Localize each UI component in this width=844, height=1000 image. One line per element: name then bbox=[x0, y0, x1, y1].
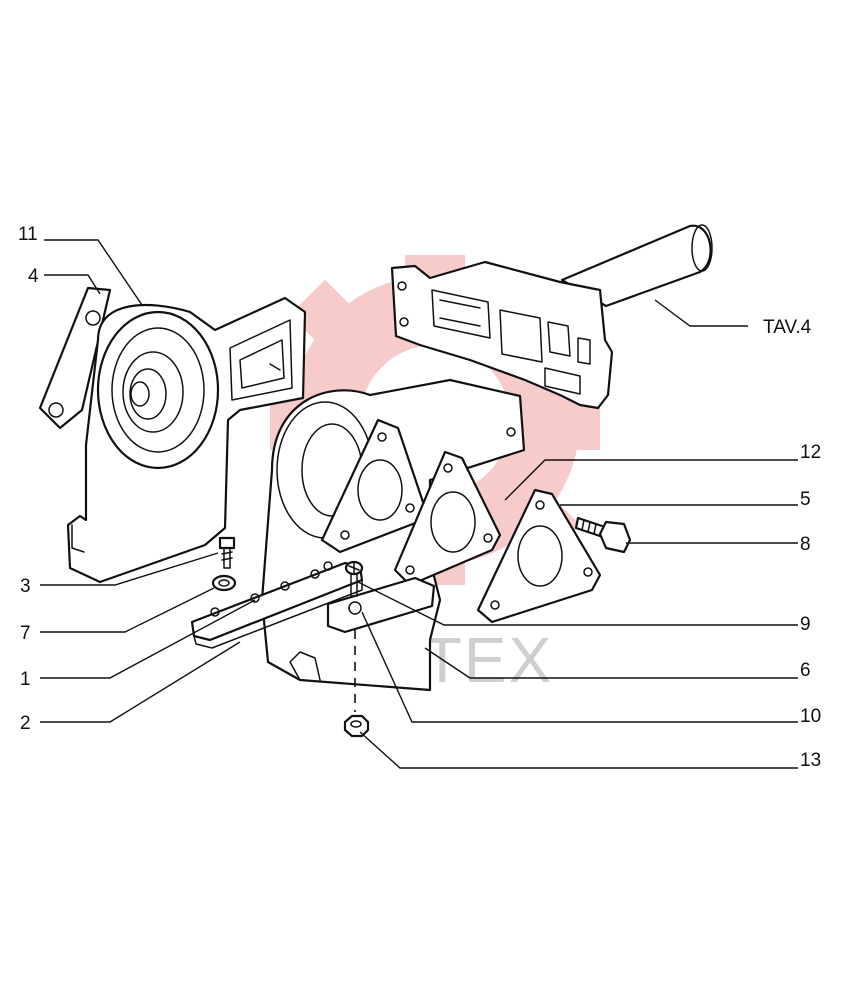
block-part-6 bbox=[326, 576, 436, 634]
triangular-plate-part-9 bbox=[476, 488, 602, 624]
callout-label-9: 9 bbox=[800, 614, 811, 635]
callout-label-2: 2 bbox=[20, 713, 31, 734]
callout-label-7: 7 bbox=[20, 623, 31, 644]
leader-lines bbox=[40, 239, 798, 769]
callout-label-6: 6 bbox=[800, 660, 811, 681]
callout-label-tav4: TAV.4 bbox=[763, 317, 812, 338]
bolt-part-8 bbox=[574, 516, 632, 554]
callout-label-8: 8 bbox=[800, 534, 811, 555]
bar-part-1-shim-part-2 bbox=[190, 561, 364, 649]
callout-label-12: 12 bbox=[800, 442, 821, 463]
screw-part-10 bbox=[344, 560, 364, 597]
callout-label-1: 1 bbox=[20, 669, 31, 690]
washer-part-7 bbox=[211, 574, 237, 592]
nut-part-13 bbox=[343, 714, 370, 738]
callout-label-11: 11 bbox=[18, 224, 38, 245]
screw-part-3 bbox=[218, 536, 236, 569]
callout-label-3: 3 bbox=[20, 576, 31, 597]
bracket-with-tube bbox=[390, 224, 713, 410]
callout-label-10: 10 bbox=[800, 706, 821, 727]
bearing-housing-part-11 bbox=[38, 286, 307, 584]
callout-label-4: 4 bbox=[28, 266, 39, 287]
callout-labels: 11 4 TAV.4 12 5 8 3 7 9 1 6 2 10 13 bbox=[18, 224, 821, 771]
callout-label-13: 13 bbox=[800, 750, 821, 771]
callout-label-5: 5 bbox=[800, 489, 811, 510]
